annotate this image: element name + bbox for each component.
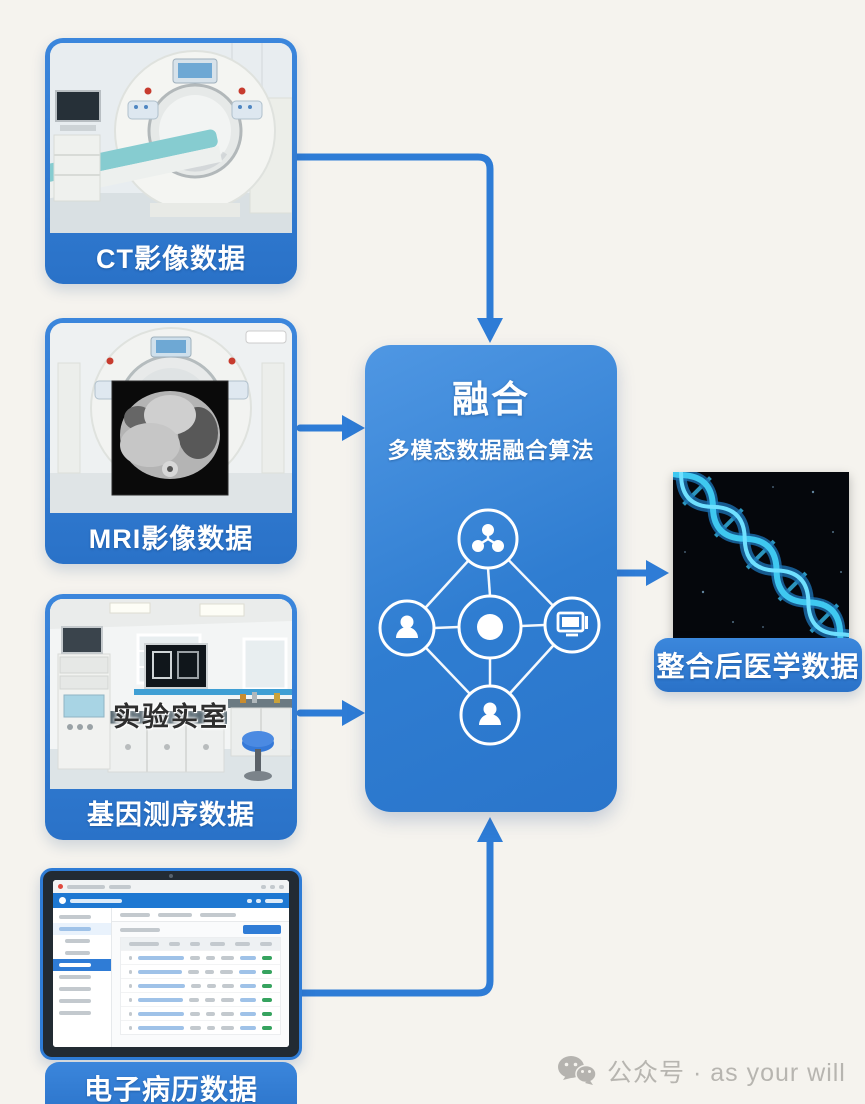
browser-bar	[53, 880, 289, 893]
arrowhead-up-icon	[477, 817, 503, 842]
card-ct-label: CT影像数据	[96, 243, 246, 274]
arrow-ct-to-fusion	[293, 153, 494, 324]
mri-scanner-photo	[50, 323, 292, 513]
emr-logo-icon	[59, 897, 66, 904]
dna-helix-image	[673, 472, 849, 638]
ct-scanner-photo	[50, 43, 292, 233]
arrowhead-right-icon	[646, 560, 669, 586]
person-icon	[479, 702, 501, 725]
card-gene: 实验实室 基因测序数据	[45, 594, 297, 840]
arrowhead-down-icon	[477, 318, 503, 343]
emr-screen	[53, 880, 289, 1047]
hub-dot-icon	[477, 614, 503, 640]
lab-sign-text: 实验实室	[113, 702, 229, 732]
table-row	[121, 950, 280, 964]
emr-app-header	[53, 893, 289, 908]
card-mri: MRI影像数据	[45, 318, 297, 564]
laboratory-photo: 实验实室	[50, 599, 292, 789]
molecule-icon	[472, 524, 504, 552]
webcam-dot-icon	[169, 874, 173, 878]
watermark: 公众号 · as your will	[557, 1053, 846, 1089]
card-emr-label: 电子病历数据	[45, 1062, 297, 1104]
fusion-network-diagram	[378, 508, 601, 746]
emr-table	[120, 937, 281, 1035]
wechat-icon	[558, 1056, 597, 1085]
table-row	[121, 978, 280, 992]
emr-primary-button	[243, 925, 281, 934]
chest-scan-overlay	[111, 380, 229, 496]
browser-dot-icon	[58, 884, 63, 889]
table-row	[121, 1020, 280, 1034]
arrowhead-right-icon	[342, 415, 365, 441]
card-mri-label: MRI影像数据	[88, 523, 254, 554]
table-row	[121, 992, 280, 1006]
fusion-title: 融合	[452, 379, 530, 420]
table-row	[121, 964, 280, 978]
table-row	[121, 1006, 280, 1020]
fusion-box: 融合 多模态数据融合算法	[365, 345, 617, 812]
output-label: 整合后医学数据	[654, 638, 862, 692]
card-gene-label: 基因测序数据	[87, 799, 255, 830]
card-ct: CT影像数据	[45, 38, 297, 284]
emr-main	[112, 908, 289, 1047]
emr-laptop	[40, 868, 302, 1060]
arrow-emr-to-fusion	[293, 836, 494, 997]
monitor-icon	[556, 611, 588, 637]
emr-toolbar	[112, 922, 289, 937]
watermark-text: 公众号 · as your will	[607, 1059, 846, 1087]
person-icon	[396, 615, 418, 638]
emr-sidebar	[53, 908, 112, 1047]
emr-tabs	[112, 908, 289, 922]
arrowhead-right-icon	[342, 700, 365, 726]
fusion-subtitle: 多模态数据融合算法	[387, 438, 595, 463]
